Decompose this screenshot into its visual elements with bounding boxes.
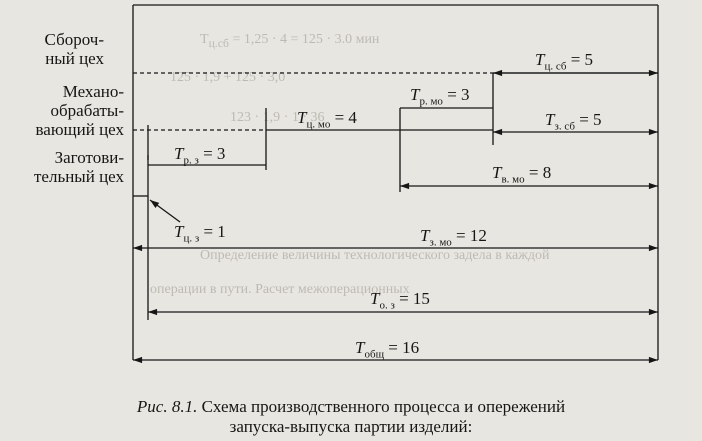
- caption-line-1: Схема производственного процесса и опере…: [201, 397, 566, 416]
- label-t-rmo: Tр. мо = 3: [410, 85, 470, 108]
- pointer-t-cz: [149, 199, 181, 223]
- figure-number: Рис. 8.1.: [136, 397, 198, 416]
- bleed-through-text: операции в пути. Расчет межоперационных: [150, 282, 410, 297]
- label-t-zmo: Tз. мо = 12: [420, 226, 487, 249]
- label-t-rz: Tр. з = 3: [174, 144, 226, 167]
- bleed-through-text: 123 · 1,9 · 1 · 36: [230, 110, 325, 125]
- machining-shop-label: Механо- обрабаты- вающий цех: [35, 82, 124, 139]
- figure-caption: Рис. 8.1. Схема производственного процес…: [0, 397, 702, 437]
- label-t-cz: Tц. з = 1: [174, 222, 226, 245]
- bleed-through-text: Tц.сб = 1,25 · 4 = 125 · 3.0 мин: [200, 32, 380, 50]
- bleed-through-text: Определение величины технологического за…: [200, 248, 550, 263]
- caption-line-2: запуска-выпуска партии изделий:: [229, 417, 473, 436]
- label-t-tsb: Tц. сб = 5: [535, 50, 594, 73]
- label-t-cmo: Tц. мо = 4: [297, 108, 357, 131]
- assembly-shop-label: Сбороч- ный цех: [44, 30, 104, 68]
- label-t-oz: Tо. з = 15: [370, 289, 430, 312]
- bleed-through-text: 125 · 1,9 + 125 · 3,0: [170, 70, 286, 85]
- label-t-zsb: Tз. сб = 5: [545, 110, 602, 133]
- label-t-obsh: Tобщ = 16: [355, 338, 420, 361]
- blank-shop-label: Заготови- тельный цех: [34, 148, 124, 186]
- label-t-vmo: Tв. мо = 8: [492, 163, 552, 186]
